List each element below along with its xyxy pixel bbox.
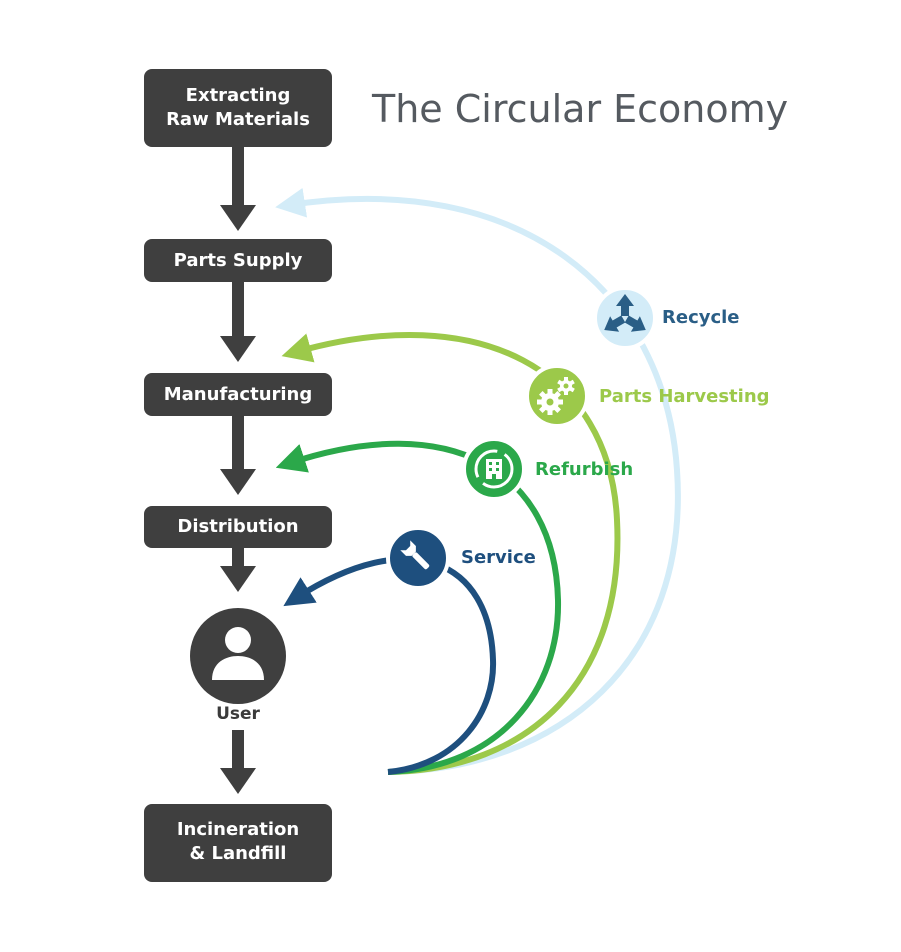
parts-harvesting-badge [525,364,589,428]
stage-label: Parts Supply [174,250,303,271]
gears-icon [537,377,575,415]
recycle-loop-arc [275,187,681,775]
loop-label-refurbish: Refurbish [535,459,633,480]
wrench-icon [400,540,430,570]
stage-distribution: Distribution [144,506,332,548]
stage-label-line2: & Landfill [190,843,287,864]
recycle-icon [604,294,646,332]
building-refresh-icon [474,449,514,489]
stage-label: User [216,704,260,724]
stage-extracting-raw-materials: Extracting Raw Materials [144,69,332,147]
loop-label-recycle: Recycle [662,307,740,328]
diagram-title: The Circular Economy [371,87,788,131]
user-icon [212,627,264,680]
recycle-badge [593,286,657,350]
stage-user: User [190,608,286,724]
stage-label: Manufacturing [164,384,313,405]
loop-label-service: Service [461,547,536,568]
refurbish-badge [462,437,526,501]
service-badge [386,526,450,590]
flow-arrow [220,416,256,495]
flow-arrow [220,548,256,592]
parts-harvesting-loop-arc [281,331,621,775]
stage-label-line1: Incineration [177,819,299,840]
flow-arrow [220,147,256,231]
flow-arrow [220,282,256,362]
stage-parts-supply: Parts Supply [144,239,332,282]
flow-arrow [220,730,256,794]
stage-label-line2: Raw Materials [166,109,310,130]
stage-manufacturing: Manufacturing [144,373,332,416]
stage-label: Distribution [177,516,298,537]
refurbish-loop-arc [275,440,562,775]
stage-label-line1: Extracting [186,85,291,106]
stage-incineration-landfill: Incineration & Landfill [144,804,332,882]
loop-label-parts-harvesting: Parts Harvesting [599,386,770,407]
service-loop-arc [283,556,497,775]
